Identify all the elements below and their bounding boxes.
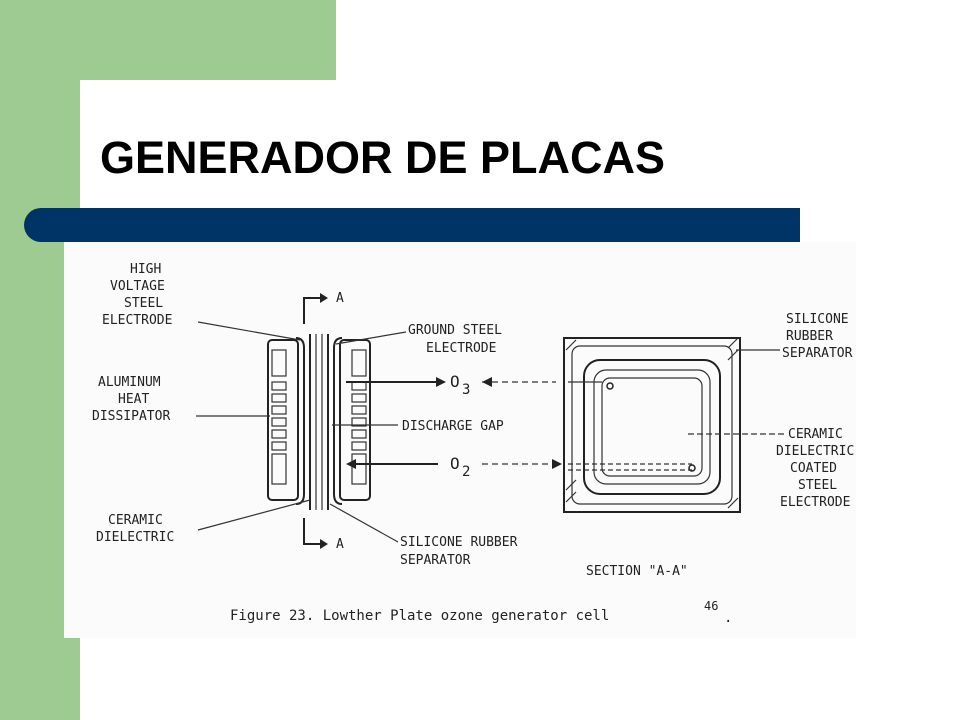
label-electrode: ELECTRODE bbox=[102, 313, 172, 328]
label-steel: STEEL bbox=[124, 296, 163, 311]
slide-title: GENERADOR DE PLACAS bbox=[100, 132, 666, 183]
section-electrode bbox=[583, 359, 721, 495]
o3-label: O bbox=[450, 372, 460, 391]
label-silicone-rubber-1: SILICONE RUBBER bbox=[400, 535, 518, 550]
left-dissipator bbox=[267, 339, 299, 501]
label-section: SECTION "A-A" bbox=[586, 564, 688, 579]
o2-subscript: 2 bbox=[462, 464, 470, 480]
caption-text: Figure 23. Lowther Plate ozone generator… bbox=[230, 608, 609, 624]
leader-hv bbox=[197, 321, 301, 341]
label-ground-electrode: ELECTRODE bbox=[426, 341, 496, 356]
label-coated-dielectric: DIELECTRIC bbox=[776, 444, 854, 459]
label-coated-electrode: ELECTRODE bbox=[780, 495, 850, 510]
label-separator: SEPARATOR bbox=[782, 346, 853, 361]
title-underline-bar bbox=[24, 208, 800, 242]
figure-caption: Figure 23. Lowther Plate ozone generator… bbox=[230, 599, 732, 626]
label-silicone-rubber-2: SEPARATOR bbox=[400, 553, 471, 568]
right-labels: SILICONE RUBBER SEPARATOR CERAMIC DIELEC… bbox=[688, 312, 854, 510]
leader-silicone-bottom bbox=[329, 503, 399, 543]
center-labels: GROUND STEEL ELECTRODE O 3 DISCHARGE GAP… bbox=[329, 323, 562, 568]
label-coated-steel: STEEL bbox=[798, 478, 837, 493]
section-hatching bbox=[565, 337, 739, 509]
o2-label: O bbox=[450, 454, 460, 473]
diagram-svg: A A HIGH VOLTAGE STEEL ELECTRODE ALUMINU… bbox=[92, 262, 854, 626]
leader-ceramic bbox=[197, 499, 311, 531]
section-a-a: SECTION "A-A" bbox=[563, 337, 741, 579]
caption-end: . bbox=[724, 610, 732, 626]
label-silicone: SILICONE bbox=[786, 312, 849, 327]
caption-ref: 46 bbox=[704, 599, 718, 613]
label-coated-ceramic: CERAMIC bbox=[788, 427, 843, 442]
section-mark-bottom bbox=[303, 518, 320, 545]
left-labels: HIGH VOLTAGE STEEL ELECTRODE ALUMINUM HE… bbox=[92, 262, 311, 545]
label-discharge-gap: DISCHARGE GAP bbox=[402, 419, 504, 434]
ozone-generator-figure: A A HIGH VOLTAGE STEEL ELECTRODE ALUMINU… bbox=[64, 242, 856, 638]
plate-cross-section: A A bbox=[267, 291, 371, 552]
label-ground-steel: GROUND STEEL bbox=[408, 323, 502, 338]
label-ceramic: CERAMIC bbox=[108, 513, 163, 528]
section-letter-top: A bbox=[336, 291, 344, 306]
section-letter-bottom: A bbox=[336, 537, 344, 552]
right-dissipator-fins bbox=[351, 349, 367, 485]
top-green-block bbox=[0, 0, 336, 80]
label-dielectric: DIELECTRIC bbox=[96, 530, 174, 545]
section-outer-frame bbox=[563, 337, 741, 513]
label-dissipator: DISSIPATOR bbox=[92, 409, 170, 424]
left-dissipator-fins bbox=[271, 349, 287, 485]
section-mark-top bbox=[303, 297, 320, 324]
label-rubber: RUBBER bbox=[786, 329, 833, 344]
leader-ground bbox=[335, 331, 407, 345]
o3-subscript: 3 bbox=[462, 382, 470, 398]
label-heat: HEAT bbox=[118, 392, 149, 407]
label-aluminum: ALUMINUM bbox=[98, 375, 161, 390]
label-high: HIGH bbox=[130, 262, 161, 277]
right-dissipator bbox=[339, 339, 371, 501]
label-coated: COATED bbox=[790, 461, 837, 476]
label-voltage: VOLTAGE bbox=[110, 279, 165, 294]
ground-electrode bbox=[333, 337, 343, 505]
